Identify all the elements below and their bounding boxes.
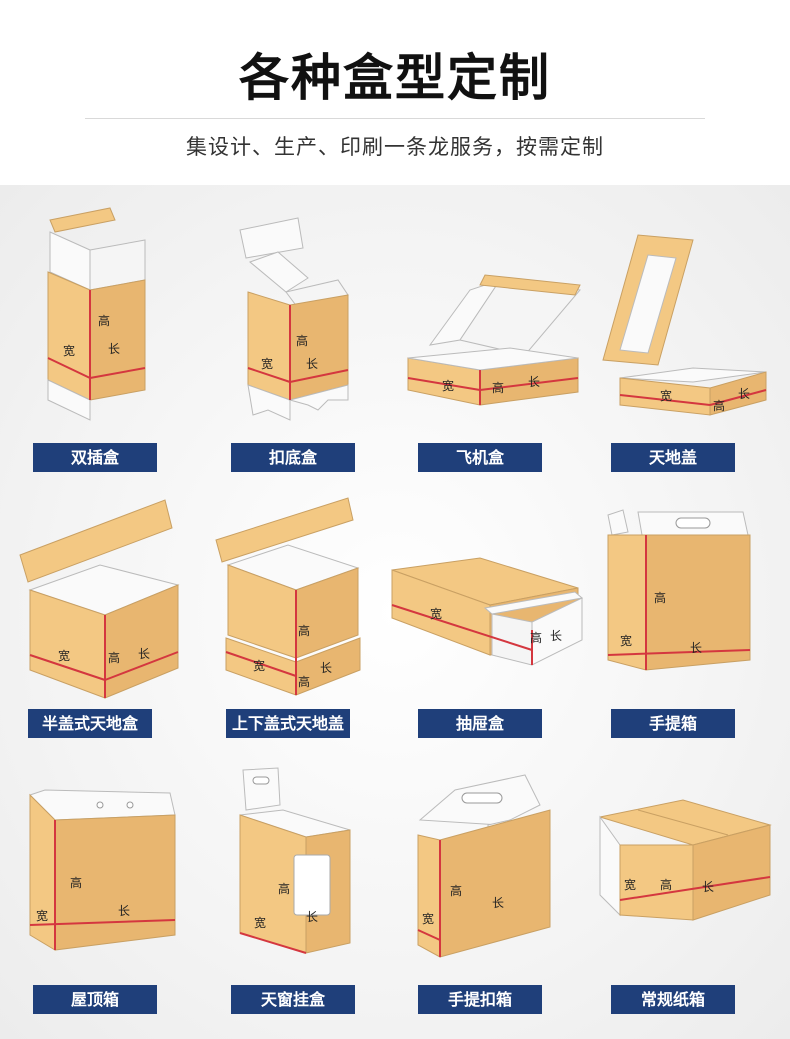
box-label: 半盖式天地盒 xyxy=(28,709,152,738)
box-card-lock-bottom[interactable]: 高 宽 长 扣底盒 xyxy=(208,200,398,472)
box-label: 天窗挂盒 xyxy=(231,985,355,1014)
box-label: 扣底盒 xyxy=(231,443,355,472)
dim-width: 宽 xyxy=(261,356,273,371)
dim-width: 宽 xyxy=(253,658,265,673)
mailer-box-icon: 宽 高 长 xyxy=(407,274,581,406)
box-card-handle[interactable]: 高 宽 长 手提箱 xyxy=(598,490,788,760)
box-label: 双插盒 xyxy=(33,443,157,472)
box-card-window-hanger[interactable]: 高 宽 长 天窗挂盒 xyxy=(208,765,398,1035)
dim-height-base: 高 xyxy=(298,674,310,689)
dim-length: 长 xyxy=(306,357,318,371)
drawer-box-icon: 宽 高 长 xyxy=(391,557,584,666)
dim-width: 宽 xyxy=(442,378,454,393)
dim-length: 长 xyxy=(320,661,332,675)
dim-length: 长 xyxy=(528,375,540,389)
box-label: 抽屉盒 xyxy=(418,709,542,738)
window-hanger-box-icon: 高 宽 长 xyxy=(239,767,351,954)
lock-bottom-box-icon: 高 宽 长 xyxy=(239,217,349,421)
dim-length: 长 xyxy=(550,629,562,643)
dim-width: 宽 xyxy=(36,908,48,923)
dim-length: 长 xyxy=(108,342,120,356)
dim-length: 长 xyxy=(118,904,130,918)
lid-base-box-icon: 宽 高 长 xyxy=(602,234,767,416)
gable-box-icon: 高 宽 长 xyxy=(29,789,176,951)
dim-height: 高 xyxy=(296,333,308,348)
box-label: 天地盖 xyxy=(611,443,735,472)
dim-height: 高 xyxy=(654,590,666,605)
box-label: 屋顶箱 xyxy=(33,985,157,1014)
dim-height: 高 xyxy=(492,380,504,395)
dim-width: 宽 xyxy=(63,343,75,358)
box-card-lid-base[interactable]: 宽 高 长 天地盖 xyxy=(598,200,788,472)
handle-lock-box-icon: 高 宽 长 xyxy=(417,774,551,958)
page-header: 各种盒型定制 集设计、生产、印刷一条龙服务，按需定制 xyxy=(0,0,790,185)
page-title: 各种盒型定制 xyxy=(239,49,551,107)
dim-width: 宽 xyxy=(58,648,70,663)
dim-height: 高 xyxy=(713,398,725,413)
box-card-half-lid[interactable]: 宽 高 长 半盖式天地盒 xyxy=(10,490,200,760)
box-card-regular-carton[interactable]: 宽 高 长 常规纸箱 xyxy=(598,765,788,1035)
box-label: 手提扣箱 xyxy=(418,985,542,1014)
regular-carton-icon: 宽 高 长 xyxy=(599,799,772,921)
dim-length: 长 xyxy=(738,387,750,401)
dim-length: 长 xyxy=(690,641,702,655)
dim-width: 宽 xyxy=(620,633,632,648)
box-card-top-bottom-lid[interactable]: 高 宽 高 长 上下盖式天地盖 xyxy=(208,490,398,760)
dim-height: 高 xyxy=(70,875,82,890)
box-label: 上下盖式天地盖 xyxy=(226,709,350,738)
box-card-drawer[interactable]: 宽 高 长 抽屉盒 xyxy=(391,490,590,760)
top-bottom-lid-box-icon: 高 宽 高 长 xyxy=(215,497,361,696)
dim-height: 高 xyxy=(98,313,110,328)
box-card-gable[interactable]: 高 宽 长 屋顶箱 xyxy=(10,765,200,1035)
dim-width: 宽 xyxy=(660,388,672,403)
box-card-handle-lock[interactable]: 高 宽 长 手提扣箱 xyxy=(400,765,590,1035)
dim-length: 长 xyxy=(306,910,318,924)
handle-box-icon: 高 宽 长 xyxy=(607,509,751,671)
dim-height: 高 xyxy=(278,881,290,896)
dim-length: 长 xyxy=(138,647,150,661)
dim-width: 宽 xyxy=(624,877,636,892)
page-subtitle: 集设计、生产、印刷一条龙服务，按需定制 xyxy=(186,135,604,159)
dim-width: 宽 xyxy=(422,911,434,926)
dim-length: 长 xyxy=(702,880,714,894)
dim-width: 宽 xyxy=(254,915,266,930)
dim-height: 高 xyxy=(450,883,462,898)
box-card-tuck-end[interactable]: 高 宽 长 双插盒 xyxy=(10,200,200,472)
dim-height: 高 xyxy=(660,877,672,892)
dim-height: 高 xyxy=(530,630,542,645)
half-lid-box-icon: 宽 高 长 xyxy=(19,499,180,699)
box-card-mailer[interactable]: 宽 高 长 飞机盒 xyxy=(400,200,590,472)
dim-width: 宽 xyxy=(430,606,442,621)
box-label: 手提箱 xyxy=(611,709,735,738)
box-label: 常规纸箱 xyxy=(611,985,735,1014)
dim-height: 高 xyxy=(298,623,310,638)
box-label: 飞机盒 xyxy=(418,443,542,472)
title-divider xyxy=(85,118,705,119)
dim-height: 高 xyxy=(108,650,120,665)
dim-length: 长 xyxy=(492,896,504,910)
tuck-end-box-icon: 高 宽 长 xyxy=(47,207,146,421)
